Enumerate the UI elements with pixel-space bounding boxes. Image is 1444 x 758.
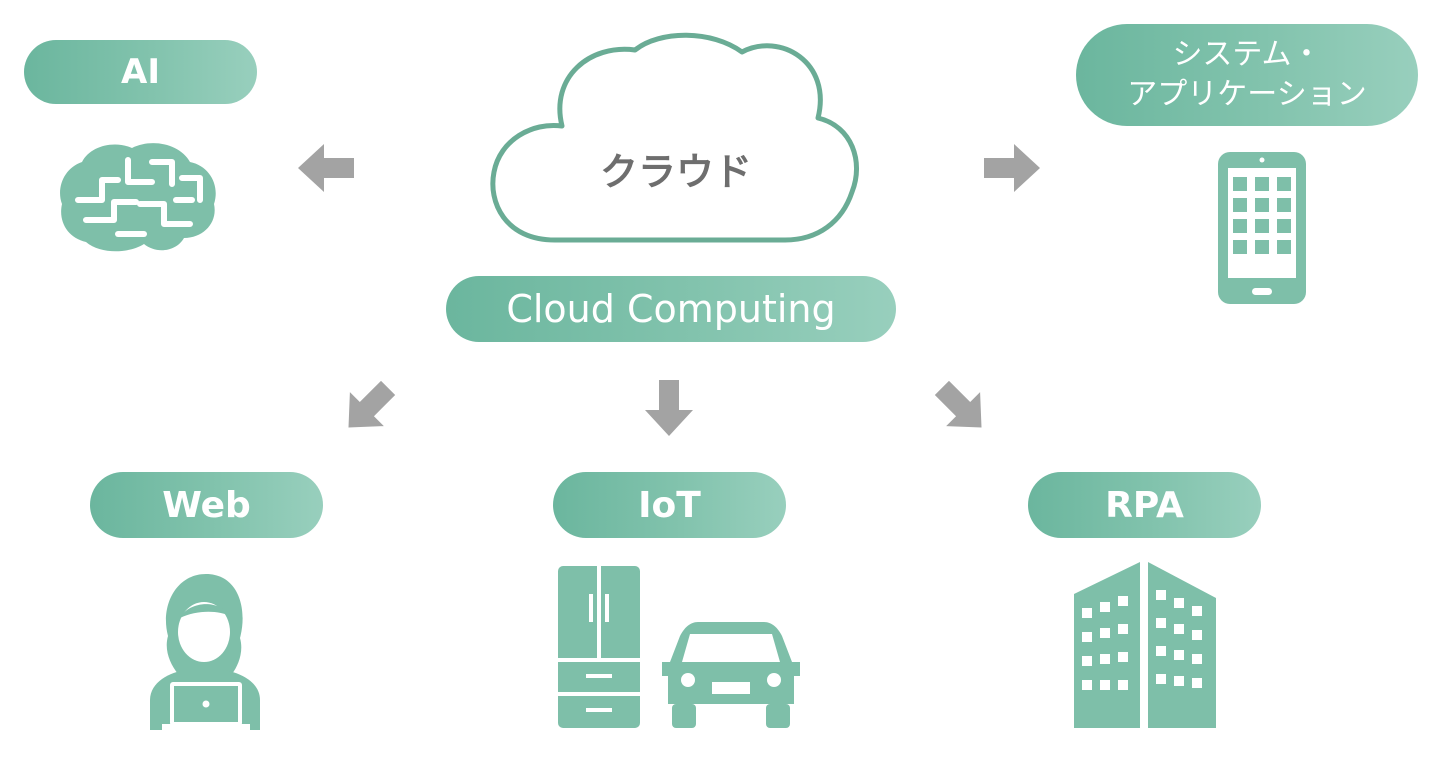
arrow-down-icon [645, 380, 693, 436]
arrow-right-icon [984, 144, 1040, 192]
brain-icon [60, 143, 216, 252]
web-pill: Web [90, 472, 323, 538]
system-application-pill: システム・ アプリケーション [1076, 24, 1418, 126]
cloud-label: クラウド [599, 149, 752, 194]
arrow-left-icon [298, 144, 354, 192]
iot-label: IoT [638, 484, 701, 526]
iot-pill: IoT [553, 472, 786, 538]
arrow-down-right-icon [934, 380, 982, 428]
car-icon [662, 622, 800, 728]
cloud-computing-pill: Cloud Computing [446, 276, 896, 342]
ai-pill: AI [24, 40, 257, 104]
system-label-line2: アプリケーション [1127, 77, 1367, 112]
web-label: Web [162, 484, 251, 526]
refrigerator-icon [558, 566, 640, 728]
arrow-down-left-icon [348, 380, 396, 428]
person-laptop-icon [150, 574, 260, 730]
system-label-line1: システム・ [1172, 37, 1322, 72]
rpa-label: RPA [1105, 484, 1184, 526]
rpa-pill: RPA [1028, 472, 1261, 538]
tablet-icon [1218, 152, 1306, 304]
cloud-icon [490, 32, 860, 243]
cloud-computing-label: Cloud Computing [506, 287, 836, 331]
ai-label: AI [121, 52, 160, 92]
office-building-icon [1074, 562, 1216, 728]
